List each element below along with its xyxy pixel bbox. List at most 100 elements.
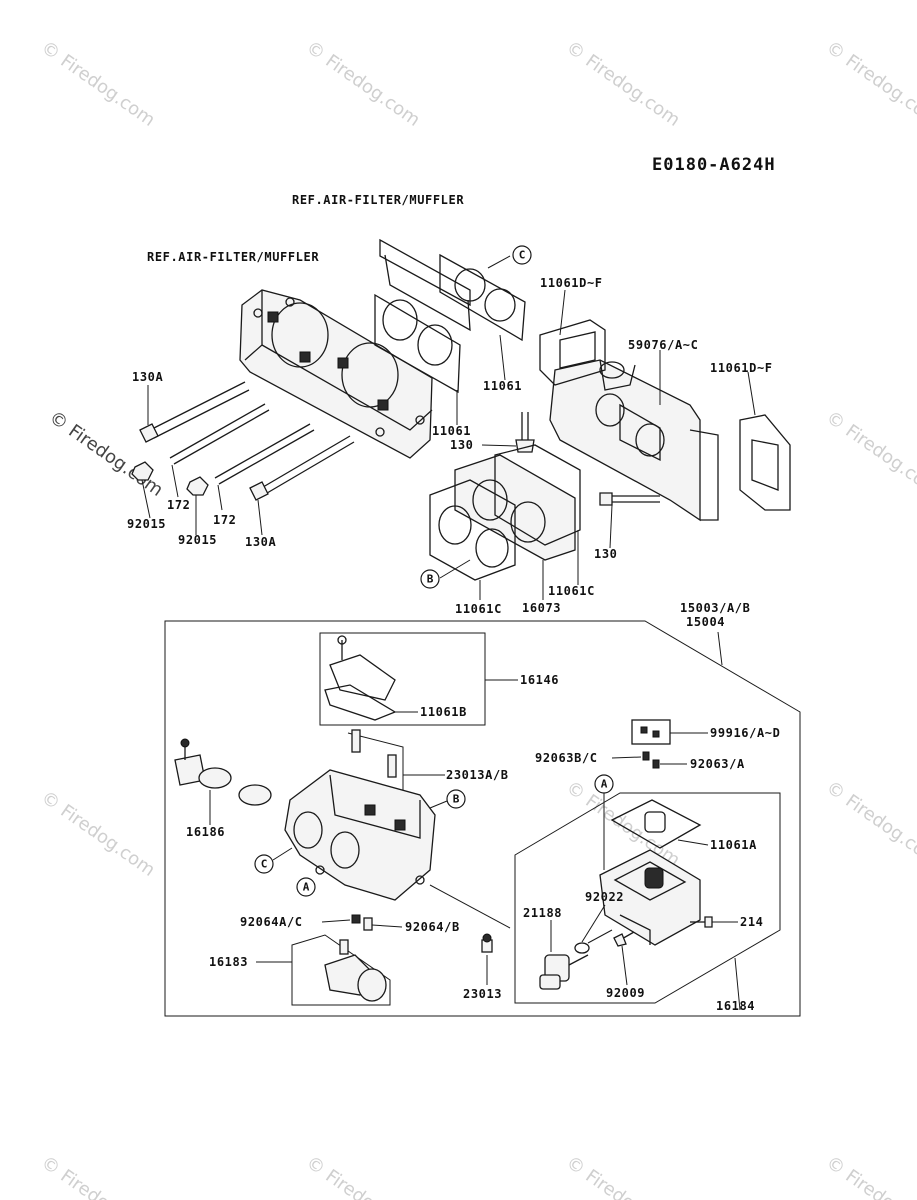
bolt-130-b: [599, 492, 660, 506]
callout-b-carb: B: [446, 789, 466, 809]
svg-text:A: A: [303, 881, 310, 894]
watermarks: © Firedog.com © Firedog.com © Firedog.co…: [37, 37, 917, 1200]
part-92064AC-label: 92064A/C: [240, 915, 303, 929]
watermark-text: © Firedog.com: [37, 1152, 159, 1200]
part-11061-lower-label: 11061: [432, 424, 471, 438]
upper-leaders: [141, 255, 756, 600]
watermark-text: © Firedog.com: [562, 1152, 684, 1200]
part-11061C-b-label: 11061C: [548, 584, 595, 598]
plug-99916: [631, 719, 671, 745]
part-16146-label: 16146: [520, 673, 559, 687]
screw-92063BC: [642, 751, 650, 761]
nut-92015-a: [131, 461, 154, 481]
watermark-text: © Firedog.com: [822, 37, 917, 131]
part-92063BC-label: 92063B/C: [535, 751, 598, 765]
part-16186-label: 16186: [186, 825, 225, 839]
callout-b-lower: B: [420, 569, 440, 589]
part-11061-upper-label: 11061: [483, 379, 522, 393]
ref-air-filter-top: REF.AIR-FILTER/MUFFLER: [292, 193, 464, 207]
svg-text:C: C: [519, 249, 526, 262]
part-92009-label: 92009: [606, 986, 645, 1000]
watermark-text: © Firedog.com: [37, 787, 159, 881]
part-92022-label: 92022: [585, 890, 624, 904]
svg-text:C: C: [261, 858, 268, 871]
jet-92064: [351, 914, 373, 931]
screw-92063A: [652, 759, 660, 769]
part-11061A-label: 11061A: [710, 838, 757, 852]
stud-172-a: [169, 403, 270, 465]
gasket-11061DF-left: [539, 319, 606, 386]
gasket-11061C-a: [429, 479, 516, 581]
oring-92022: [574, 942, 590, 954]
choke-shaft-16186: [174, 738, 272, 806]
part-172-a-label: 172: [167, 498, 190, 512]
part-16183-label: 16183: [209, 955, 248, 969]
part-59076-label: 59076/A~C: [628, 338, 698, 352]
svg-text:B: B: [453, 793, 460, 806]
screw-214: [690, 916, 713, 928]
callout-c-top: C: [512, 245, 532, 265]
screw-92009: [613, 931, 635, 947]
watermark-text: © Firedog.com: [37, 37, 159, 131]
carburetor-assembly-frame: [164, 620, 801, 1017]
part-21188-label: 21188: [523, 906, 562, 920]
part-214-label: 214: [740, 915, 763, 929]
watermark-text: © Firedog.com: [822, 777, 917, 871]
part-16073-label: 16073: [522, 601, 561, 615]
part-11061C-a-label: 11061C: [455, 602, 502, 616]
stud-172-b: [214, 423, 315, 485]
part-130A-upper-label: 130A: [132, 370, 163, 384]
watermark-text: © Firedog.com: [302, 1152, 424, 1200]
part-23013-label: 23013: [463, 987, 502, 1001]
subassembly-16146-frame: [319, 632, 486, 726]
ref-air-filter-left: REF.AIR-FILTER/MUFFLER: [147, 250, 319, 264]
part-130-screw-label: 130: [450, 438, 473, 452]
main-jet-23013: [481, 933, 493, 953]
watermark-text: © Firedog.com: [45, 407, 167, 501]
part-11061B-label: 11061B: [420, 705, 467, 719]
part-172-b-label: 172: [213, 513, 236, 527]
float-16183: [324, 939, 387, 1002]
jets-23013AB-frame: [347, 732, 404, 800]
part-23013AB-label: 23013A/B: [446, 768, 509, 782]
diagram-code: E0180-A624H: [652, 155, 776, 175]
nut-92015-b: [186, 476, 209, 496]
part-92015-a-label: 92015: [127, 517, 166, 531]
carburetor-body: [284, 769, 436, 901]
float-bowl: [599, 849, 701, 946]
part-15003-label: 15003/A/B: [680, 601, 750, 615]
manifold-59076: [549, 359, 719, 522]
gasket-11061-upper: [439, 253, 526, 342]
gasket-plate-top: [379, 238, 471, 332]
gasket-11061-lower: [374, 293, 461, 394]
watermark-text: © Firedog.com: [562, 37, 684, 131]
gasket-11061DF-right: [739, 414, 791, 511]
part-16184-label: 16184: [716, 999, 755, 1013]
bolt-130A-upper: [139, 381, 250, 443]
gasket-11061B: [324, 684, 397, 721]
callout-c-carb: C: [254, 854, 274, 874]
svg-text:A: A: [601, 778, 608, 791]
watermark-text: © Firedog.com: [302, 37, 424, 131]
bolt-130A-lower: [249, 435, 355, 501]
part-130-bolt-label: 130: [594, 547, 617, 561]
plate-16146: [329, 635, 396, 701]
part-92064B-label: 92064/B: [405, 920, 460, 934]
part-11061DF-right-label: 11061D~F: [710, 361, 773, 375]
part-15004-label: 15004: [686, 615, 725, 629]
part-11061DF-left-label: 11061D~F: [540, 276, 603, 290]
callout-a-bowl: A: [594, 774, 614, 794]
float-16183-frame: [291, 934, 391, 1006]
part-92063A-label: 92063/A: [690, 757, 745, 771]
watermark-text: © Firedog.com: [822, 1152, 917, 1200]
adapter-plate: [239, 289, 433, 459]
gasket-11061A: [610, 799, 702, 849]
jet-23013A: [351, 729, 397, 778]
part-130A-lower-label: 130A: [245, 535, 276, 549]
solenoid-21188: [539, 954, 589, 990]
watermark-text: © Firedog.com: [822, 407, 917, 501]
part-92015-b-label: 92015: [178, 533, 217, 547]
callout-a-carb: A: [296, 877, 316, 897]
float-bowl-frame: [514, 792, 781, 1004]
